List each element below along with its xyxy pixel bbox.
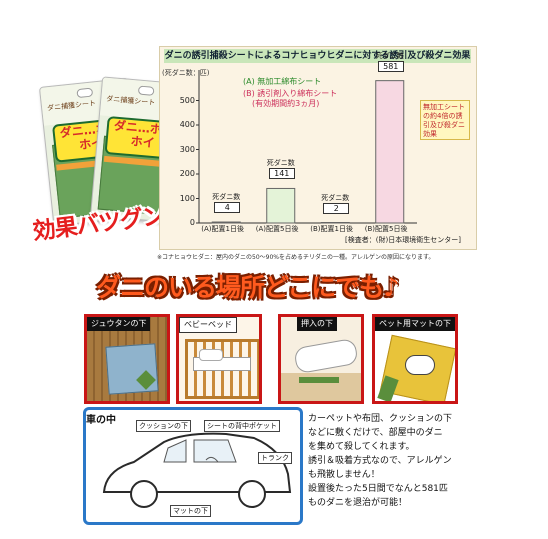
car-label-seat-pocket: シートの背中ポケット bbox=[204, 420, 280, 432]
scene-label: ベビーベッド bbox=[179, 317, 237, 333]
scene-pet-mat: ペット用マットの下 bbox=[372, 314, 458, 404]
x-category-label: (B)配置1日後 bbox=[310, 225, 353, 233]
bar-chart bbox=[196, 70, 417, 224]
cat-icon bbox=[405, 355, 435, 375]
headline: ダニのいる場所どこにでも♪ bbox=[96, 273, 399, 302]
legend-a: (A) 無加工綿布シート bbox=[243, 77, 322, 86]
product-description: カーペットや布団、クッションの下 などに敷くだけで、部屋中のダニ を集めて殺して… bbox=[308, 412, 483, 510]
bar-value-label: 581 bbox=[377, 60, 404, 72]
scene-carpet: ジュウタンの下 bbox=[84, 314, 170, 404]
y-tick-label: 100 bbox=[179, 193, 195, 203]
bar bbox=[266, 187, 296, 224]
x-category-label: (A)配置1日後 bbox=[201, 225, 244, 233]
x-category-label: (A)配置5日後 bbox=[255, 225, 299, 233]
bar-dead-label: 死ダニ数 bbox=[266, 159, 295, 168]
scene-baby-bed: ベビーベッド bbox=[176, 314, 262, 404]
bar bbox=[375, 80, 405, 224]
car-label-mat: マットの下 bbox=[170, 505, 211, 517]
legend-b: (B) 誘引剤入り綿布シート bbox=[243, 89, 338, 98]
bar bbox=[211, 221, 241, 224]
effect-callout: 無加工シートの約4倍の誘引及び殺ダニ効果 bbox=[420, 100, 470, 140]
hang-hole-icon bbox=[137, 85, 155, 96]
car-outline-icon bbox=[102, 432, 292, 508]
scene-label: 押入の下 bbox=[297, 317, 337, 331]
y-tick-label: 300 bbox=[179, 144, 195, 154]
x-category-label: (B)配置5日後 bbox=[364, 225, 408, 233]
car-label-cushion: クッションの下 bbox=[136, 420, 191, 432]
chart-panel bbox=[159, 46, 477, 250]
bar-value-label: 4 bbox=[214, 202, 241, 214]
description-line: カーペットや布団、クッションの下 bbox=[308, 414, 453, 424]
y-tick-label: 200 bbox=[179, 169, 195, 178]
legend-b-note: (有効期間約3ヵ月) bbox=[252, 99, 320, 108]
scene-label: ペット用マットの下 bbox=[375, 317, 455, 331]
description-line: 誘引＆吸着方式なので、アレルゲン bbox=[308, 456, 452, 466]
blue-sheet bbox=[105, 343, 159, 395]
description-line: などに敷くだけで、部屋中のダニ bbox=[308, 428, 443, 438]
bar-value-label: 141 bbox=[268, 168, 295, 180]
y-tick-label: 500 bbox=[179, 95, 195, 105]
bar-dead-label: 死ダニ数 bbox=[212, 193, 241, 202]
scene-label: ジュウタンの下 bbox=[87, 317, 151, 331]
car-label-trunk: トランク bbox=[258, 452, 292, 464]
futon bbox=[293, 337, 359, 375]
y-unit-label: (死ダニ数：匹) bbox=[162, 69, 210, 77]
description-line: 設置後たった5日間でなんと581匹 bbox=[308, 484, 448, 494]
car-title: 車の中 bbox=[86, 415, 116, 426]
chart-title: ダニの誘引捕殺シートによるコナヒョウヒダニに対する誘引及び殺ダニ効果 bbox=[164, 49, 471, 63]
source-note: [検査者：(財)日本環境衛生センター] bbox=[345, 236, 461, 244]
bar-dead-label: 死ダニ数 bbox=[321, 193, 350, 202]
bar-value-label: 2 bbox=[323, 202, 350, 214]
scene-closet: 押入の下 bbox=[278, 314, 364, 404]
footnote: ※コナヒョウヒダニ：屋内のダニの50〜90%を占めるチリダニの一種。アレルゲンの… bbox=[157, 254, 435, 261]
y-tick-label: 0 bbox=[189, 218, 195, 227]
description-line: も飛散しません！ bbox=[308, 470, 380, 480]
description-line: ものダニを退治が可能！ bbox=[308, 498, 408, 508]
y-tick-label: 400 bbox=[179, 120, 195, 129]
description-line: を集めて殺してくれます。 bbox=[308, 442, 415, 452]
bar-dead-label: 死ダニ数 bbox=[375, 51, 404, 60]
